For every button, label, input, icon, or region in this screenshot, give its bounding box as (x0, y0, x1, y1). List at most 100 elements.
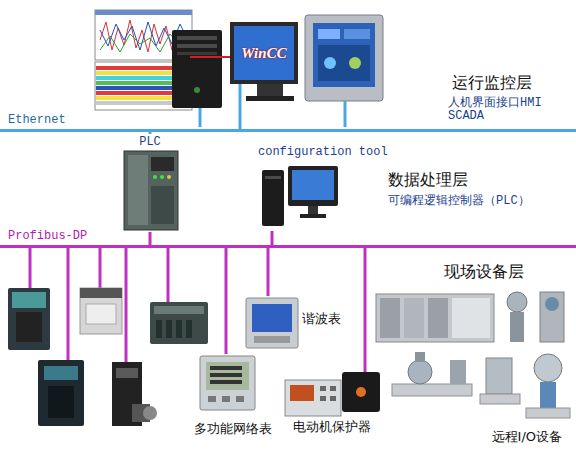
drawing-part (67, 246, 70, 360)
drawing-part (415, 352, 425, 362)
drawing-part (526, 408, 570, 418)
layer-subtitle: SCADA (448, 109, 484, 123)
plc-module (124, 151, 178, 230)
inverter (8, 288, 50, 350)
drawing-part (305, 15, 383, 101)
drawing-part (8, 288, 50, 350)
drawing-part (246, 298, 298, 348)
drawing-part (150, 302, 208, 344)
soft-starter (80, 288, 122, 334)
drawing-part (292, 170, 334, 200)
drawing-part (128, 155, 148, 225)
node-label: configuration tool (258, 145, 388, 159)
node-label: 谐波表 (302, 310, 341, 328)
ethernet-bus: Ethernet (0, 112, 576, 132)
drop-line (344, 101, 347, 127)
drawing-part (210, 373, 242, 377)
harmonic-meter-node: 谐波表 (244, 296, 348, 350)
drawing-part (452, 298, 490, 338)
drawing-part (177, 44, 217, 48)
drawing-part (262, 170, 284, 226)
drawing-part (507, 292, 527, 312)
drawing-part (151, 186, 174, 224)
drawing-part (540, 382, 556, 410)
remote-io-devices (376, 292, 570, 418)
drawing-part (208, 396, 216, 402)
drawing-part (186, 320, 192, 338)
drawing-part (44, 366, 78, 380)
drawing-part (125, 246, 128, 362)
harmonic-meter (246, 298, 298, 348)
drawing-part (285, 380, 341, 416)
drawing-part (545, 297, 559, 311)
drawing-part (151, 157, 174, 171)
drawing-part (330, 396, 336, 401)
drawing-part (356, 387, 366, 397)
drawing-part (86, 304, 116, 324)
drawing-part (318, 45, 370, 81)
layer-title: 现场设备层 (444, 262, 524, 283)
drawing-part (38, 360, 84, 426)
drawing-part (376, 294, 494, 342)
device-drops (30, 246, 168, 362)
config-computer (262, 166, 338, 226)
motor-protector (285, 372, 380, 416)
node-label: PLC (139, 135, 161, 149)
drawing-part (486, 358, 512, 394)
drawing-part (156, 320, 162, 338)
inverter (38, 360, 84, 426)
drop-line (199, 108, 202, 127)
drawing-part (534, 354, 562, 382)
drawing-part (222, 396, 230, 402)
layer-subtitle: 可编程逻辑控制器（PLC） (388, 192, 530, 209)
drawing-part (167, 175, 171, 179)
drawing-part (143, 406, 157, 420)
drawing-part (320, 386, 326, 391)
layer-title: 运行监控层 (452, 73, 532, 94)
drawing-part (300, 214, 326, 218)
bus-connector (239, 84, 242, 131)
bus-connector (271, 231, 274, 247)
bus-connector (267, 247, 270, 297)
node-label: Ethernet (8, 113, 66, 127)
drawing-part (210, 380, 242, 384)
bus-connector (364, 247, 367, 373)
config-station: configuration tool (252, 143, 395, 231)
node-label: 多功能网络表 (194, 420, 272, 438)
remote-io-node: 远程I/O设备 (372, 288, 572, 448)
drawing-part (154, 306, 204, 314)
drawing-part (200, 356, 255, 410)
node-label: WinCC (241, 45, 286, 62)
node-label: 电动机保护器 (293, 418, 371, 436)
drawing-part (172, 30, 222, 108)
drawing-part (392, 384, 472, 396)
drawing-part (206, 362, 249, 390)
power-meter-node: 多功能网络表 (186, 354, 280, 440)
bus-connector (225, 247, 228, 355)
drawing-part (324, 57, 336, 69)
drawing-part (167, 246, 170, 302)
power-meter (200, 356, 255, 410)
monitor-screen: WinCC (230, 22, 298, 84)
drawing-part (80, 288, 122, 298)
hmi-panel (305, 15, 383, 101)
drawing-part (290, 385, 314, 401)
drawing-part (177, 36, 217, 40)
drawing-part (480, 394, 520, 404)
layer-title: 数据处理层 (388, 170, 468, 191)
drawing-part (252, 304, 292, 332)
drawing-part (80, 288, 122, 334)
drawing-part (160, 175, 164, 179)
drawing-part (254, 336, 290, 343)
drawing-part (540, 292, 564, 342)
drawing-part (404, 298, 424, 338)
drawing-part (308, 206, 318, 214)
motor-protector-node: 电动机保护器 (280, 372, 384, 438)
drawing-part (48, 386, 74, 418)
drawing-part (194, 87, 200, 93)
drawing-part (29, 246, 32, 288)
node-label: 远程I/O设备 (492, 428, 562, 446)
drawing-part (380, 298, 400, 338)
link-line (190, 56, 232, 58)
servo-drive (112, 362, 157, 426)
